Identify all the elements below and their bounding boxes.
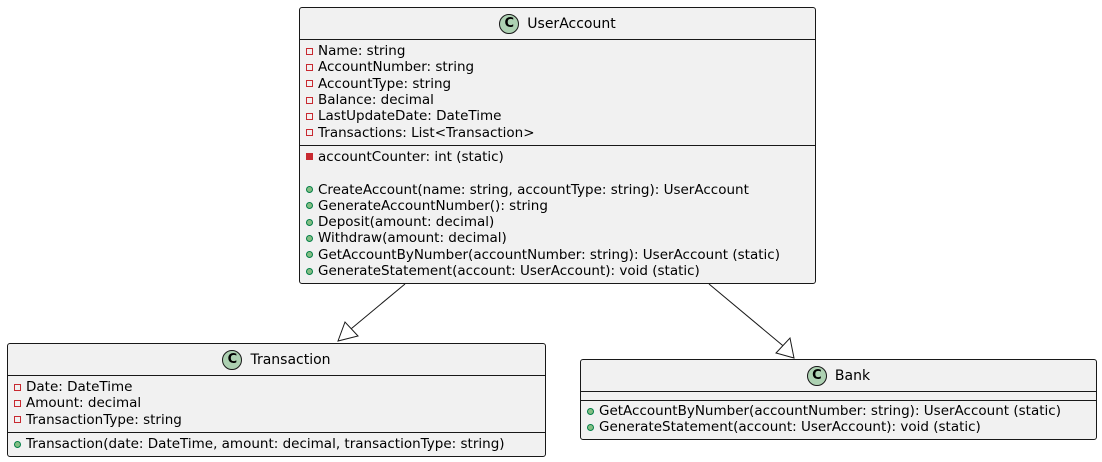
- class-header: C UserAccount: [300, 8, 815, 40]
- public-visibility-icon: [306, 234, 313, 242]
- field-text: Amount: decimal: [26, 395, 142, 412]
- field-text: TransactionType: string: [26, 411, 182, 428]
- class-transaction[interactable]: C Transaction Date: DateTime Amount: dec…: [7, 343, 546, 457]
- method-row: Transaction(date: DateTime, amount: deci…: [8, 436, 545, 452]
- class-name: UserAccount: [527, 15, 616, 32]
- private-visibility-icon: [306, 63, 313, 71]
- field-row: Transactions: List<Transaction>: [300, 124, 815, 141]
- relation-useraccount-transaction: [337, 283, 406, 342]
- class-c-icon: C: [222, 349, 243, 370]
- method-text: GetAccountByNumber(accountNumber: string…: [318, 246, 780, 263]
- public-visibility-icon: [306, 267, 313, 275]
- generalization-arrowhead: [337, 321, 359, 342]
- field-row: AccountType: string: [300, 76, 815, 92]
- private-visibility-icon: [306, 129, 313, 137]
- private-visibility-icon: [14, 383, 21, 391]
- field-row: AccountNumber: string: [300, 59, 815, 75]
- public-visibility-icon: [306, 218, 313, 226]
- private-static-visibility-icon: [306, 153, 313, 161]
- method-text: Deposit(amount: decimal): [318, 214, 495, 231]
- field-text: Date: DateTime: [26, 379, 133, 396]
- field-row: Balance: decimal: [300, 92, 815, 108]
- method-text: GenerateAccountNumber(): string: [318, 197, 548, 214]
- class-useraccount[interactable]: C UserAccount Name: string AccountNumber…: [299, 7, 816, 284]
- method-text: GenerateStatement(account: UserAccount):…: [599, 419, 981, 436]
- field-text: Balance: decimal: [318, 92, 434, 109]
- field-row: TransactionType: string: [8, 412, 545, 428]
- method-row: CreateAccount(name: string, accountType:…: [300, 181, 815, 198]
- relation-useraccount-bank: [708, 283, 795, 359]
- method-row: GenerateStatement(account: UserAccount):…: [581, 419, 1096, 435]
- field-text: AccountType: string: [318, 75, 452, 92]
- method-row: GetAccountByNumber(accountNumber: string…: [581, 403, 1096, 419]
- method-row: GenerateStatement(account: UserAccount):…: [300, 263, 815, 279]
- class-header: C Transaction: [8, 344, 545, 376]
- generalization-arrowhead: [775, 336, 795, 359]
- method-row: GenerateAccountNumber(): string: [300, 198, 815, 214]
- fields-section: Name: string AccountNumber: string Accou…: [300, 40, 815, 146]
- public-visibility-icon: [587, 407, 594, 415]
- private-visibility-icon: [306, 80, 313, 88]
- method-text: CreateAccount(name: string, accountType:…: [318, 181, 749, 198]
- class-c-icon: C: [806, 365, 827, 386]
- fields-section: Date: DateTime Amount: decimal Transacti…: [8, 376, 545, 433]
- method-text: GetAccountByNumber(accountNumber: string…: [599, 403, 1061, 420]
- class-name: Bank: [834, 367, 871, 384]
- field-text: Name: string: [318, 43, 406, 60]
- class-bank[interactable]: C Bank GetAccountByNumber(accountNumber:…: [580, 359, 1097, 440]
- public-visibility-icon: [306, 202, 313, 210]
- methods-section: Transaction(date: DateTime, amount: deci…: [8, 433, 545, 456]
- class-c-icon: C: [499, 13, 520, 34]
- field-row: LastUpdateDate: DateTime: [300, 108, 815, 124]
- methods-section: accountCounter: int (static) CreateAccou…: [300, 146, 815, 283]
- methods-section: GetAccountByNumber(accountNumber: string…: [581, 401, 1096, 440]
- private-visibility-icon: [306, 112, 313, 120]
- section-spacer: [300, 165, 815, 181]
- method-row: Deposit(amount: decimal): [300, 214, 815, 230]
- public-visibility-icon: [14, 440, 21, 448]
- method-text: Withdraw(amount: decimal): [318, 230, 507, 247]
- field-text: AccountNumber: string: [318, 59, 475, 76]
- fields-section: [581, 392, 1096, 401]
- class-name: Transaction: [250, 351, 331, 368]
- method-row: GetAccountByNumber(accountNumber: string…: [300, 247, 815, 263]
- method-text: GenerateStatement(account: UserAccount):…: [318, 263, 700, 279]
- private-visibility-icon: [306, 96, 313, 104]
- private-visibility-icon: [306, 47, 313, 55]
- private-visibility-icon: [14, 399, 21, 407]
- field-text: Transactions: List<Transaction>: [318, 124, 535, 141]
- field-text: LastUpdateDate: DateTime: [318, 108, 502, 125]
- method-text: Transaction(date: DateTime, amount: deci…: [26, 436, 505, 453]
- public-visibility-icon: [306, 186, 313, 194]
- field-text: accountCounter: int (static): [318, 148, 504, 165]
- field-row: Amount: decimal: [8, 395, 545, 411]
- private-visibility-icon: [14, 416, 21, 424]
- field-row: Date: DateTime: [8, 379, 545, 395]
- static-field-row: accountCounter: int (static): [300, 149, 815, 165]
- method-row: Withdraw(amount: decimal): [300, 230, 815, 246]
- public-visibility-icon: [306, 251, 313, 259]
- field-row: Name: string: [300, 43, 815, 59]
- public-visibility-icon: [587, 423, 594, 431]
- class-header: C Bank: [581, 360, 1096, 392]
